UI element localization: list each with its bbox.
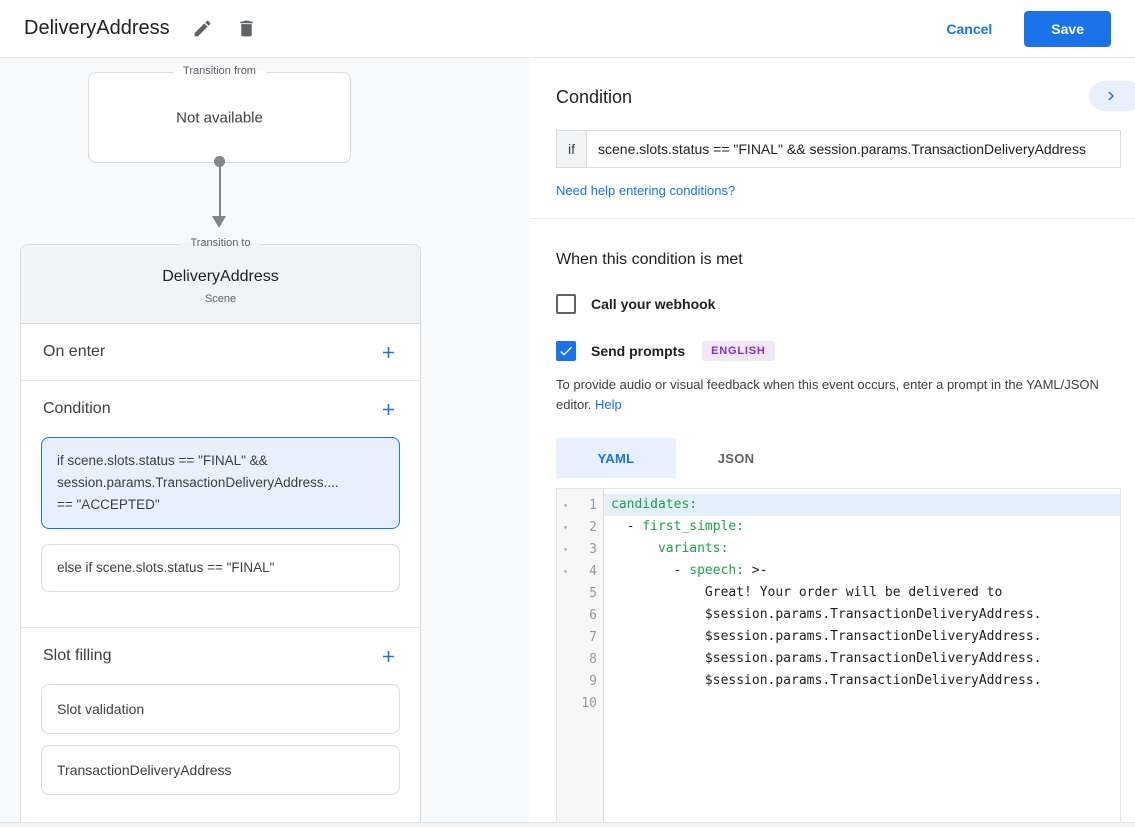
delete-scene-button[interactable] <box>236 18 258 40</box>
tab-yaml[interactable]: YAML <box>556 438 676 478</box>
condition-section-label: Condition <box>43 400 111 417</box>
add-condition-button[interactable] <box>378 399 398 419</box>
slot-filling-section-row: Slot filling <box>21 628 420 684</box>
on-enter-label: On enter <box>43 343 106 360</box>
fold-arrow-icon[interactable]: ▾ <box>563 544 568 554</box>
plus-icon <box>382 403 394 415</box>
send-prompts-label: Send prompts <box>591 343 686 359</box>
bottom-scrollbar-track[interactable] <box>0 822 1135 827</box>
when-condition-heading: When this condition is met <box>556 251 743 268</box>
condition-help-link[interactable]: Need help entering conditions? <box>556 183 736 198</box>
transition-from-value: Not available <box>176 109 263 126</box>
header-actions: Cancel Save <box>946 10 1111 47</box>
code-line[interactable]: $session.params.TransactionDeliveryAddre… <box>611 651 1042 666</box>
plus-icon <box>382 650 394 662</box>
arrow-head-icon <box>212 216 226 228</box>
line-number: 3 <box>589 541 597 557</box>
fold-arrow-icon[interactable]: ▾ <box>563 500 568 510</box>
top-bar: DeliveryAddress Cancel Save <box>0 0 1135 58</box>
fold-arrow-icon[interactable]: ▾ <box>563 566 568 576</box>
scene-card-header: DeliveryAddress Scene <box>21 245 420 324</box>
code-line[interactable]: - speech: >- <box>611 563 768 578</box>
if-prefix-label: if <box>557 131 587 167</box>
transition-from-legend: Transition from <box>173 65 266 77</box>
code-line[interactable]: $session.params.TransactionDeliveryAddre… <box>611 673 1042 688</box>
flow-diagram-panel: Transition from Not available Transition… <box>0 58 530 827</box>
line-number: 9 <box>589 673 597 689</box>
condition-heading-row: Condition <box>556 58 1135 111</box>
editor-tabs: YAML JSON <box>556 438 1135 478</box>
fold-arrow-icon[interactable]: ▾ <box>563 522 568 532</box>
scene-name: DeliveryAddress <box>162 268 279 285</box>
cancel-button[interactable]: Cancel <box>946 20 993 37</box>
help-link[interactable]: Help <box>595 397 622 412</box>
condition-detail-panel: Condition if Need help entering conditio… <box>530 58 1135 827</box>
webhook-label: Call your webhook <box>591 296 716 312</box>
yaml-code-editor[interactable]: ▾ 1 ▾ 2 ▾ 3 ▾ 4 5 6 7 8 9 10 candidates: - first_simp… <box>556 488 1121 827</box>
section-divider <box>530 218 1135 219</box>
page-title: DeliveryAddress <box>24 17 170 39</box>
edit-title-button[interactable] <box>192 18 214 40</box>
on-enter-row: On enter <box>21 324 420 380</box>
line-number: 7 <box>589 629 597 645</box>
condition-expression-input[interactable] <box>587 131 1120 167</box>
transition-from-box: Transition from Not available <box>88 65 351 163</box>
webhook-checkbox[interactable] <box>556 294 576 314</box>
transition-to-legend: Transition to <box>180 237 261 249</box>
line-number: 10 <box>581 695 597 711</box>
code-line[interactable]: Great! Your order will be delivered to <box>611 585 1003 600</box>
scene-type-label: Scene <box>204 293 237 305</box>
code-line[interactable]: $session.params.TransactionDeliveryAddre… <box>611 607 1042 622</box>
line-number: 1 <box>589 497 597 513</box>
line-number: 5 <box>589 585 597 601</box>
code-line[interactable]: candidates: <box>604 494 1120 516</box>
condition-expression-row: if <box>556 130 1121 168</box>
slot-card[interactable]: Slot validation <box>41 684 400 734</box>
description-text: To provide audio or visual feedback when… <box>556 377 1099 412</box>
plus-icon <box>382 346 394 358</box>
line-number: 6 <box>589 607 597 623</box>
prompts-checkbox-row: Send prompts ENGLISH <box>556 341 1135 361</box>
prompt-description: To provide audio or visual feedback when… <box>556 375 1118 415</box>
editor-gutter: ▾ 1 ▾ 2 ▾ 3 ▾ 4 5 6 7 8 9 10 <box>557 489 604 827</box>
connector-dot <box>214 156 225 167</box>
tab-json[interactable]: JSON <box>717 450 755 466</box>
code-line[interactable]: $session.params.TransactionDeliveryAddre… <box>611 629 1042 644</box>
pencil-icon <box>194 20 210 37</box>
slot-card[interactable]: TransactionDeliveryAddress <box>41 745 400 795</box>
collapse-panel-button[interactable] <box>1089 81 1135 111</box>
condition-cards: if scene.slots.status == "FINAL" && sess… <box>21 437 420 592</box>
connector-line <box>218 165 221 217</box>
condition-section-row: Condition <box>21 381 420 437</box>
condition-card[interactable]: if scene.slots.status == "FINAL" && sess… <box>41 437 400 529</box>
code-lines[interactable]: candidates: - first_simple: variants: - … <box>604 489 1120 827</box>
flow-connector-arrow <box>206 156 233 230</box>
language-badge: ENGLISH <box>702 341 775 361</box>
send-prompts-checkbox[interactable] <box>556 341 576 361</box>
add-slot-button[interactable] <box>378 646 398 666</box>
line-number: 4 <box>589 563 597 579</box>
trash-icon <box>239 20 253 37</box>
webhook-checkbox-row: Call your webhook <box>556 294 1135 314</box>
scene-card: Transition to DeliveryAddress Scene On e… <box>20 237 421 827</box>
line-number: 8 <box>589 651 597 667</box>
check-icon <box>560 346 572 356</box>
line-number: 2 <box>589 519 597 535</box>
code-line[interactable] <box>604 692 1120 714</box>
condition-card[interactable]: else if scene.slots.status == "FINAL" <box>41 544 400 592</box>
save-button[interactable]: Save <box>1024 10 1111 47</box>
code-line[interactable]: variants: <box>657 541 729 556</box>
code-line[interactable]: - first_simple: <box>611 519 745 534</box>
add-on-enter-button[interactable] <box>378 342 398 362</box>
chevron-right-icon <box>1108 91 1114 101</box>
slot-filling-label: Slot filling <box>43 647 112 664</box>
condition-heading: Condition <box>556 87 633 107</box>
